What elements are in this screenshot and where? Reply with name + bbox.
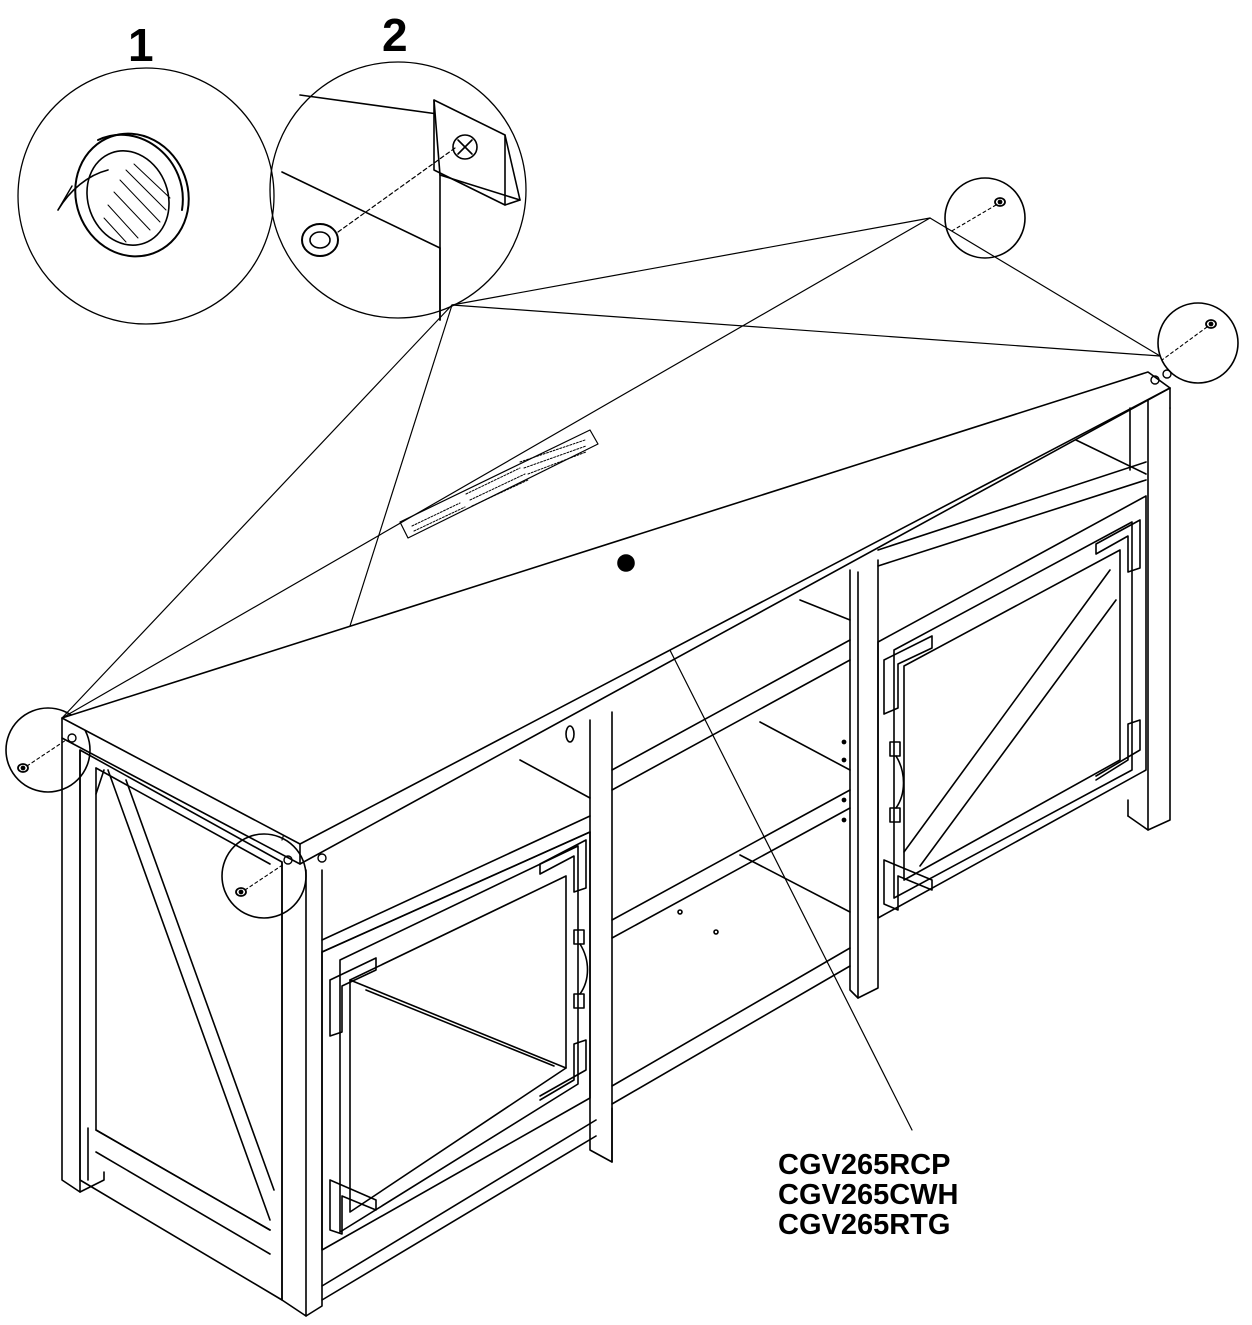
center-hole <box>618 555 634 571</box>
hatch-lines <box>104 164 170 242</box>
detail-circle-2 <box>270 62 526 320</box>
corner-detail-front <box>222 834 306 918</box>
left-side-panel <box>80 750 282 1300</box>
top-corner-connectors <box>68 370 1171 864</box>
model-code: CGV265RCP <box>778 1149 951 1181</box>
corner-detail-back-top <box>945 178 1025 258</box>
model-code-list: CGV265RCP CGV265CWH CGV265RTG <box>778 1150 959 1240</box>
step-number-2: 2 <box>382 9 408 61</box>
label-leader-line <box>626 563 912 1130</box>
cap-washer <box>302 224 338 256</box>
cam-cap-closeup <box>58 118 206 273</box>
right-door <box>878 496 1146 918</box>
tv-stand-cabinet <box>62 370 1171 1316</box>
detail-circle-1 <box>18 68 274 324</box>
left-door <box>322 832 590 1250</box>
corner-detail-left <box>6 708 90 792</box>
top-panel <box>62 372 1170 844</box>
cam-lock-icon <box>453 135 477 159</box>
model-code: CGV265RTG <box>778 1209 951 1241</box>
corner-detail-right <box>1158 303 1238 383</box>
warning-label <box>400 430 598 538</box>
left-door-handle <box>574 930 588 1008</box>
model-code: CGV265CWH <box>778 1179 959 1211</box>
right-door-handle <box>890 742 904 822</box>
step-number-1: 1 <box>128 19 154 71</box>
middle-shelves <box>520 600 850 1104</box>
